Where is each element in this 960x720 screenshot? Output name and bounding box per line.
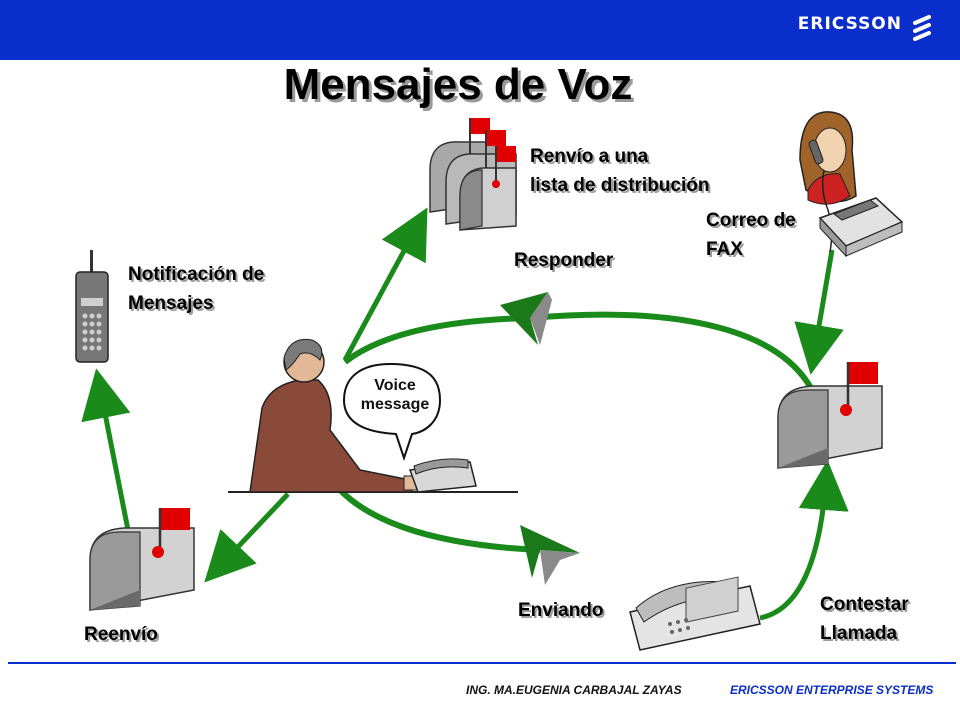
footer-company: ERICSSON ENTERPRISE SYSTEMS [730, 683, 934, 697]
distribution-list-line-1: Renvío a una [530, 146, 649, 167]
office-phone-icon [629, 576, 761, 651]
distribution-list-line-2: lista de distribución [530, 175, 710, 196]
sending-label: Enviando [518, 600, 604, 621]
footer-author: ING. MA.EUGENIA CARBAJAL ZAYAS [466, 683, 682, 697]
answer-call-label: Contestar Llamada [820, 590, 909, 648]
notification-line-2: Mensajes [128, 293, 214, 314]
arrow-answer-call [759, 460, 849, 621]
page-title: Mensajes de Voz [283, 60, 633, 109]
sending-arrowhead [520, 525, 580, 585]
brand-name: ERICSSON [797, 14, 902, 34]
notification-label: Notificación de Mensajes [128, 260, 264, 318]
bubble-line-1: Voice [374, 377, 416, 394]
fax-mail-line-2: FAX [706, 239, 743, 260]
arrow-fax-to-mailbox [794, 249, 844, 375]
reply-label: Responder [514, 250, 614, 271]
reply-arrowhead [500, 292, 552, 345]
arrow-to-notification [81, 368, 131, 531]
mailbox-forward-icon [89, 508, 195, 611]
answer-call-line-2: Llamada [820, 623, 898, 644]
mailbox-voicemail-icon [777, 362, 883, 469]
notification-line-1: Notificación de [128, 264, 265, 285]
mailbox-stack-icon [429, 118, 517, 231]
ericsson-logo-icon [913, 15, 931, 41]
woman-on-phone-icon [799, 111, 857, 253]
distribution-list-label: Renvío a una lista de distribución [530, 142, 709, 200]
mobile-phone-icon [75, 250, 109, 363]
bubble-line-2: message [360, 396, 430, 413]
header-bar [0, 0, 960, 60]
voice-message-text: Voice message [350, 376, 440, 414]
answer-call-line-1: Contestar [820, 594, 909, 615]
forward-label: Reenvío [84, 624, 158, 645]
arrow-to-distribution [342, 207, 428, 362]
man-at-desk-icon [228, 338, 518, 493]
fax-mail-line-1: Correo de [706, 210, 796, 231]
footer-divider [8, 662, 956, 664]
speech-bubble [342, 362, 442, 462]
fax-machine-icon [818, 197, 904, 258]
fax-mail-label: Correo de FAX [706, 206, 796, 264]
arrow-to-forward [204, 492, 290, 583]
